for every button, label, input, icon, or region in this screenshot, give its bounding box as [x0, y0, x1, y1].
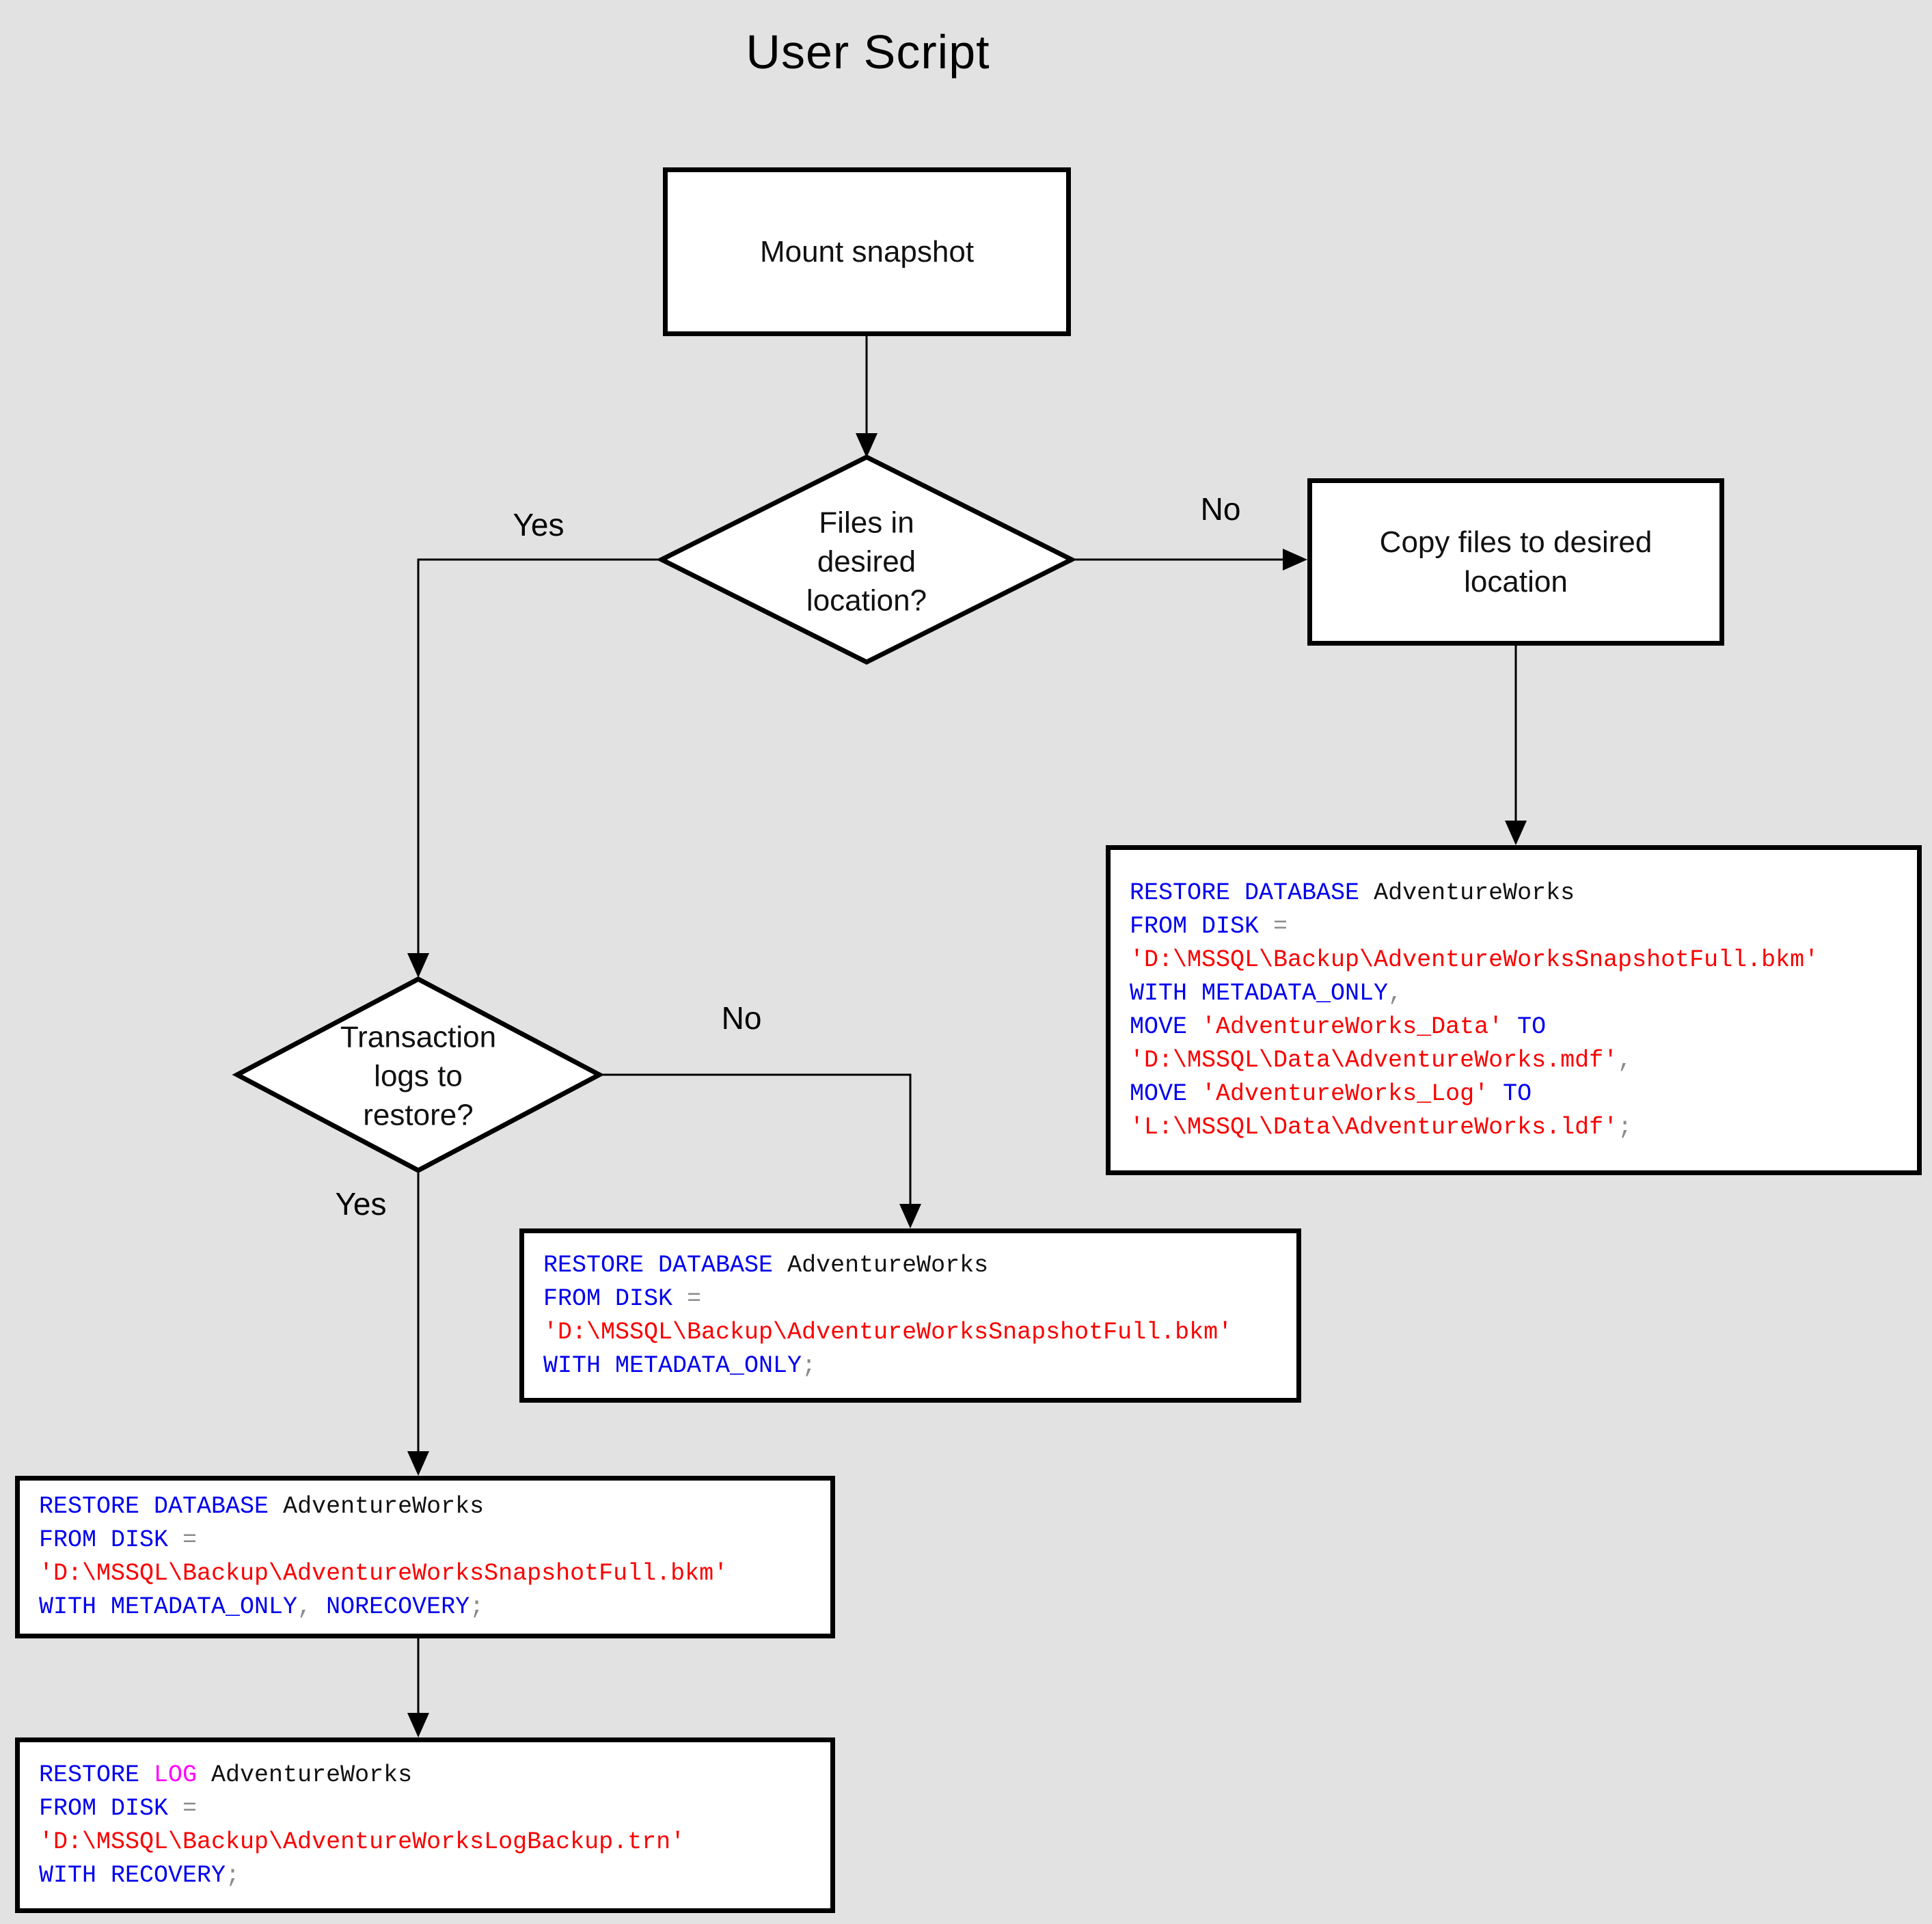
code-line: 'D:\MSSQL\Backup\AdventureWorksSnapshotF…	[1130, 946, 1819, 974]
code-line: FROM DISK =	[543, 1284, 702, 1313]
code-line: RESTORE LOG AdventureWorks	[39, 1761, 413, 1789]
code-line: 'D:\MSSQL\Backup\AdventureWorksSnapshotF…	[39, 1560, 729, 1587]
arrowhead-logs-decision	[407, 953, 429, 978]
mount-snapshot-label: Mount snapshot	[759, 234, 975, 269]
arrowhead-sql-copy-location	[1505, 821, 1527, 845]
code-line: MOVE 'AdventureWorks_Data' TO	[1130, 1013, 1547, 1041]
logs-no-label: No	[721, 1000, 762, 1036]
code-line: WITH RECOVERY;	[39, 1861, 241, 1889]
code-line: FROM DISK =	[39, 1526, 198, 1554]
edge-logs-no	[599, 1073, 912, 1204]
arrowhead-copy-box	[1283, 549, 1307, 571]
arrowhead-sql-norecovery	[407, 1451, 429, 1476]
files-decision-label: Files in desired location?	[806, 506, 927, 618]
code-line: FROM DISK =	[39, 1794, 198, 1822]
edge-files-yes	[417, 558, 662, 953]
code-line: FROM DISK =	[1130, 912, 1288, 940]
code-line: WITH METADATA_ONLY, NORECOVERY;	[39, 1593, 485, 1621]
code-line: 'D:\MSSQL\Backup\AdventureWorksLogBackup…	[39, 1828, 685, 1856]
code-line: WITH METADATA_ONLY;	[543, 1351, 817, 1379]
copy-files-label: Copy files to desired location	[1379, 525, 1652, 599]
code-line: 'L:\MSSQL\Data\AdventureWorks.ldf';	[1130, 1113, 1633, 1141]
code-line: RESTORE DATABASE AdventureWorks	[39, 1493, 485, 1520]
logs-yes-label: Yes	[335, 1186, 387, 1222]
mount-snapshot-box: Mount snapshot	[663, 167, 1071, 336]
code-line: 'D:\MSSQL\Backup\AdventureWorksSnapshotF…	[543, 1318, 1233, 1346]
copy-files-box: Copy files to desired location	[1307, 478, 1724, 646]
code-line: MOVE 'AdventureWorks_Log' TO	[1130, 1080, 1532, 1108]
code-line: WITH METADATA_ONLY,	[1130, 979, 1403, 1007]
files-decision-diamond	[656, 454, 1077, 665]
files-yes-label: Yes	[513, 507, 564, 542]
arrowhead-files-decision	[856, 433, 877, 458]
page-title: User Script	[746, 25, 990, 79]
arrowhead-sql-restore-log	[407, 1713, 429, 1737]
logs-decision-diamond	[232, 976, 605, 1173]
arrowhead-sql-metadata-only	[899, 1204, 921, 1228]
code-line: RESTORE DATABASE AdventureWorks	[1130, 879, 1575, 907]
code-line: 'D:\MSSQL\Data\AdventureWorks.mdf',	[1130, 1046, 1633, 1074]
files-no-label: No	[1200, 491, 1241, 527]
logs-decision-label: Transaction logs to restore?	[340, 1020, 497, 1132]
code-line: RESTORE DATABASE AdventureWorks	[543, 1251, 989, 1279]
